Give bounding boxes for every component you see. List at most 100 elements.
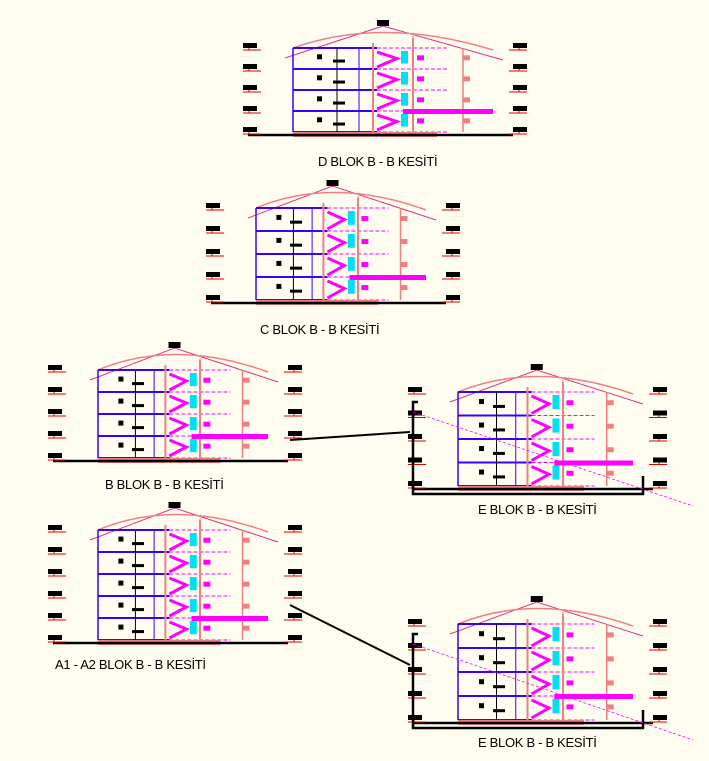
- window-mark: [606, 423, 614, 429]
- window-mark: [417, 76, 424, 82]
- window-mark: [606, 470, 614, 476]
- window-mark: [417, 118, 424, 124]
- room-label: [493, 404, 505, 408]
- roof-level-label: [326, 180, 339, 186]
- window-mark: [400, 216, 408, 222]
- window-mark: [361, 262, 369, 268]
- roof-curve: [97, 353, 269, 373]
- level-label: [288, 613, 302, 618]
- stair-landing: [347, 257, 355, 271]
- retaining-wall: [411, 400, 645, 496]
- level-label: [288, 591, 302, 596]
- level-label: [653, 410, 667, 416]
- room-label: [333, 122, 345, 126]
- stair-landing: [401, 72, 408, 85]
- terrace-slab: [403, 109, 493, 114]
- window-mark: [566, 423, 574, 429]
- roof-curve: [97, 513, 269, 533]
- window-mark: [242, 421, 250, 427]
- stair-landing: [552, 418, 560, 433]
- door-mark: [118, 624, 124, 630]
- window-mark: [566, 680, 574, 686]
- stair-flight: [326, 279, 348, 300]
- door-mark: [479, 679, 484, 685]
- window-mark: [242, 443, 250, 449]
- level-label: [513, 106, 527, 111]
- terrace-slab: [191, 616, 268, 621]
- building-section-e2: [408, 596, 694, 741]
- building-section-b: [48, 342, 302, 463]
- window-mark: [463, 97, 470, 103]
- door-mark: [118, 398, 124, 404]
- window-mark: [417, 55, 424, 61]
- stair-landing: [401, 51, 408, 64]
- stair-landing: [347, 234, 355, 248]
- room-label: [493, 709, 505, 713]
- stair-landing: [347, 211, 355, 225]
- level-label: [408, 481, 422, 486]
- room-label: [132, 608, 144, 612]
- stair-flight: [376, 92, 402, 111]
- building-section-a: [48, 502, 302, 645]
- level-label: [48, 431, 62, 436]
- window-mark: [463, 55, 470, 61]
- building-section-d: [243, 20, 527, 137]
- level-label: [653, 434, 667, 439]
- door-mark: [276, 283, 282, 289]
- terrain-line: [412, 411, 694, 507]
- stair-flight: [376, 50, 402, 69]
- room-label: [333, 80, 345, 84]
- stair-landing: [552, 395, 560, 410]
- terrace-slab: [191, 434, 268, 439]
- room-label: [290, 266, 302, 270]
- room-label: [132, 426, 144, 430]
- section-connector-line: [289, 431, 411, 441]
- stair-landing: [189, 395, 197, 409]
- window-mark: [242, 559, 250, 565]
- window-mark: [606, 680, 614, 686]
- door-mark: [479, 631, 484, 637]
- level-label: [288, 547, 302, 552]
- window-mark: [606, 656, 614, 662]
- stair-flight: [168, 554, 190, 574]
- roof-level-label: [377, 20, 389, 26]
- level-label: [408, 434, 422, 439]
- level-label: [653, 619, 667, 624]
- level-label: [243, 43, 257, 48]
- window-mark: [566, 400, 574, 406]
- level-label: [288, 525, 302, 530]
- stair-landing: [189, 621, 197, 635]
- level-label: [446, 203, 460, 208]
- level-label: [446, 226, 460, 231]
- section-title-a: A1 - A2 BLOK B - B KESİTİ: [55, 657, 206, 672]
- window-mark: [203, 377, 211, 383]
- section-connector-line: [289, 604, 411, 666]
- room-label: [132, 564, 144, 568]
- stair-landing: [552, 465, 560, 480]
- door-mark: [118, 580, 124, 586]
- level-label: [513, 43, 527, 48]
- door-mark: [276, 237, 282, 243]
- level-label: [653, 481, 667, 486]
- level-label: [513, 127, 527, 132]
- level-label: [653, 667, 667, 672]
- roof-curve: [457, 375, 634, 395]
- door-mark: [317, 54, 322, 60]
- stair-flight: [168, 598, 190, 618]
- level-label: [48, 453, 62, 458]
- level-label: [446, 249, 460, 254]
- window-mark: [242, 625, 250, 631]
- level-label: [288, 409, 302, 414]
- roof-line: [247, 185, 437, 221]
- level-label: [206, 226, 220, 231]
- level-label: [653, 643, 667, 648]
- window-mark: [242, 399, 250, 405]
- level-label: [48, 525, 62, 530]
- terrace-slab: [554, 460, 633, 466]
- level-label: [446, 272, 460, 277]
- window-mark: [242, 537, 250, 543]
- level-label: [48, 569, 62, 574]
- level-label: [408, 457, 422, 463]
- door-mark: [118, 558, 124, 564]
